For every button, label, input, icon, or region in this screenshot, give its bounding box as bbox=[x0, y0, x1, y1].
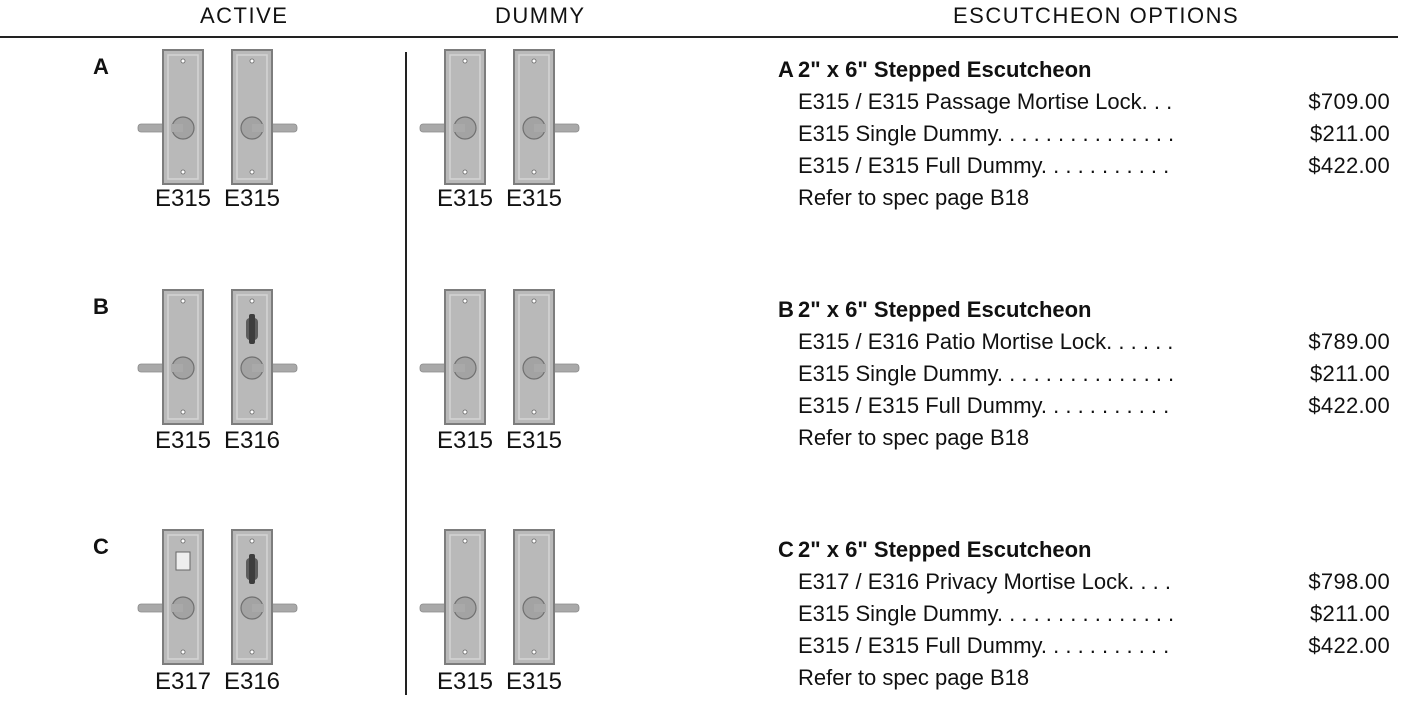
price-line-price: $422.00 bbox=[1308, 153, 1390, 178]
lever-handle-icon bbox=[484, 288, 584, 433]
price-line-description: E315 Single Dummy. . . . . . . . . . . .… bbox=[798, 601, 1175, 626]
price-line-price: $211.00 bbox=[1310, 361, 1390, 386]
option-letter: B bbox=[778, 297, 794, 322]
spec-page-reference: Refer to spec page B18 bbox=[798, 425, 1030, 450]
price-line-price: $422.00 bbox=[1308, 633, 1390, 658]
lever-handle-icon bbox=[133, 288, 233, 433]
price-line: E315 / E316 Patio Mortise Lock. . . . . … bbox=[798, 326, 1398, 358]
header-escutcheon-options: ESCUTCHEON OPTIONS bbox=[953, 3, 1240, 28]
price-line-description: E317 / E316 Privacy Mortise Lock. . . . bbox=[798, 569, 1171, 594]
price-line-price: $789.00 bbox=[1308, 329, 1390, 354]
price-line: E315 / E315 Full Dummy. . . . . . . . . … bbox=[798, 630, 1398, 662]
price-line: E315 / E315 Full Dummy. . . . . . . . . … bbox=[798, 390, 1398, 422]
price-line: E315 Single Dummy. . . . . . . . . . . .… bbox=[798, 118, 1398, 150]
lever-handle-icon bbox=[133, 48, 233, 193]
hardware-code-label: E315 bbox=[154, 185, 212, 212]
option-letter: A bbox=[778, 57, 794, 82]
lever-handle-icon bbox=[202, 48, 302, 193]
option-title-text: 2" x 6" Stepped Escutcheon bbox=[798, 57, 1092, 82]
price-line: E315 Single Dummy. . . . . . . . . . . .… bbox=[798, 598, 1398, 630]
row-letter-a: A bbox=[93, 54, 109, 79]
price-line-price: $422.00 bbox=[1308, 393, 1390, 418]
price-line-description: E315 / E316 Patio Mortise Lock. . . . . … bbox=[798, 329, 1174, 354]
hardware-code-label: E315 bbox=[505, 185, 563, 212]
price-line-price: $798.00 bbox=[1308, 569, 1390, 594]
spec-page-reference: Refer to spec page B18 bbox=[798, 185, 1030, 210]
row-letter-b: B bbox=[93, 294, 109, 319]
lever-handle-icon bbox=[415, 528, 515, 673]
header-dummy: DUMMY bbox=[495, 3, 586, 28]
price-line-description: E315 / E315 Full Dummy. . . . . . . . . … bbox=[798, 153, 1170, 178]
price-line-description: E315 Single Dummy. . . . . . . . . . . .… bbox=[798, 121, 1175, 146]
option-letter: C bbox=[778, 537, 794, 562]
price-line-price: $709.00 bbox=[1308, 89, 1390, 114]
price-line-description: E315 / E315 Full Dummy. . . . . . . . . … bbox=[798, 393, 1170, 418]
price-line-description: E315 / E315 Full Dummy. . . . . . . . . … bbox=[798, 633, 1170, 658]
active-dummy-divider bbox=[405, 52, 407, 695]
hardware-code-label: E315 bbox=[505, 427, 563, 454]
spec-page-reference: Refer to spec page B18 bbox=[798, 665, 1030, 690]
option-title-text: 2" x 6" Stepped Escutcheon bbox=[798, 297, 1092, 322]
lever-handle-icon bbox=[484, 48, 584, 193]
hardware-code-label: E315 bbox=[436, 668, 494, 695]
thumbturn-lever-handle-icon bbox=[202, 528, 302, 673]
hardware-code-label: E317 bbox=[154, 668, 212, 695]
hardware-code-label: E316 bbox=[223, 427, 281, 454]
lever-handle-icon bbox=[415, 48, 515, 193]
hardware-code-label: E315 bbox=[154, 427, 212, 454]
header-rule bbox=[0, 36, 1398, 38]
row-letter-c: C bbox=[93, 534, 109, 559]
hardware-code-label: E315 bbox=[223, 185, 281, 212]
price-line-price: $211.00 bbox=[1310, 601, 1390, 626]
lever-handle-icon bbox=[415, 288, 515, 433]
price-line: E317 / E316 Privacy Mortise Lock. . . . $… bbox=[798, 566, 1398, 598]
privacy-lever-handle-icon bbox=[133, 528, 233, 673]
hardware-code-label: E316 bbox=[223, 668, 281, 695]
header-active: ACTIVE bbox=[200, 3, 289, 28]
hardware-code-label: E315 bbox=[436, 427, 494, 454]
hardware-code-label: E315 bbox=[505, 668, 563, 695]
price-line: E315 / E315 Full Dummy. . . . . . . . . … bbox=[798, 150, 1398, 182]
price-line: E315 / E315 Passage Mortise Lock. . . $70… bbox=[798, 86, 1398, 118]
price-line-description: E315 Single Dummy. . . . . . . . . . . .… bbox=[798, 361, 1175, 386]
hardware-code-label: E315 bbox=[436, 185, 494, 212]
thumbturn-lever-handle-icon bbox=[202, 288, 302, 433]
price-line: E315 Single Dummy. . . . . . . . . . . .… bbox=[798, 358, 1398, 390]
option-title-text: 2" x 6" Stepped Escutcheon bbox=[798, 537, 1092, 562]
price-line-price: $211.00 bbox=[1310, 121, 1390, 146]
lever-handle-icon bbox=[484, 528, 584, 673]
price-line-description: E315 / E315 Passage Mortise Lock. . . bbox=[798, 89, 1173, 114]
